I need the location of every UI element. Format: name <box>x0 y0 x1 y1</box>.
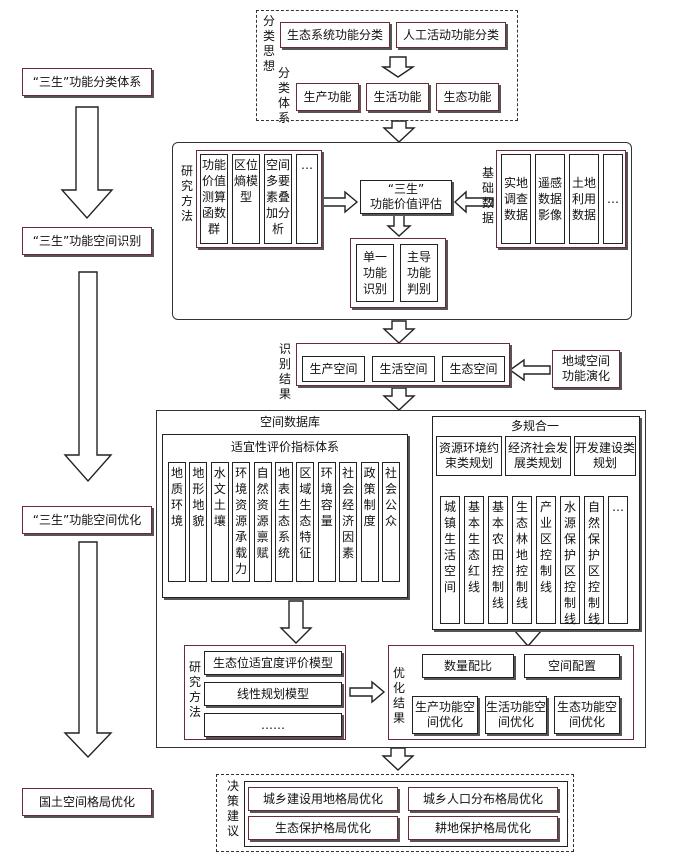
step-classification-system: “三生”功能分类体系 <box>22 68 152 96</box>
optimization-result-label: 优化结果 <box>392 666 405 725</box>
identification-data-label: 基础数据 <box>481 166 494 225</box>
arrow-ideas-to-functions <box>380 56 416 78</box>
arrow-methods-to-center <box>322 190 359 214</box>
arrow-indicators-down <box>279 600 313 644</box>
optimization-panel <box>156 410 646 748</box>
control-line-item: 基本生态红线 <box>464 496 484 624</box>
control-line-item: … <box>608 496 628 624</box>
left-arrow-1 <box>60 106 114 220</box>
space-ecological: 生态空间 <box>442 356 505 382</box>
recognition-label: 识别结果 <box>278 342 291 401</box>
decision-panel <box>216 774 574 852</box>
decision-label: 决策建议 <box>226 779 239 838</box>
method-location-quotient: 区位熵模型 <box>232 154 260 244</box>
indicator-item: 自然资源禀赋 <box>253 462 272 582</box>
indicator-item: 地质环境 <box>168 462 186 582</box>
control-line-item: 基本农田控制线 <box>488 496 508 624</box>
control-line-item: 自然保护区控制线 <box>584 496 604 626</box>
dominant-function-judgement: 主导功能判别 <box>400 244 438 302</box>
function-ecological: 生态功能 <box>436 83 499 111</box>
function-living: 生活功能 <box>366 83 429 111</box>
indicator-item: 环境容量 <box>317 462 336 582</box>
decision-urban-rural-land: 城乡建设用地格局优化 <box>248 787 398 811</box>
step-space-identification: “三生”功能空间识别 <box>22 227 152 255</box>
indicator-item: 社会公众 <box>382 462 400 582</box>
multi-plan-title: 多规合一 <box>510 419 559 433</box>
arrow-classification-down <box>382 120 416 143</box>
space-production: 生产空间 <box>302 356 365 382</box>
classification-panel <box>256 10 518 121</box>
arrow-evolution-to-spaces <box>508 358 551 382</box>
method-overlay-analysis: 空间多要素叠加分析 <box>264 154 292 244</box>
value-assessment-box: “三生” 功能价值评估 <box>360 180 452 214</box>
indicator-item: 地表生态系统 <box>275 462 293 582</box>
indicator-item: 水文土壤 <box>210 462 229 582</box>
control-line-item: 产业区控制线 <box>536 496 556 624</box>
single-function-identification: 单一功能识别 <box>356 244 394 302</box>
classification-system-label: 分类体系 <box>277 66 290 125</box>
arrow-data-to-center <box>453 190 494 214</box>
data-remote-sensing: 遥感数据影像 <box>535 154 565 244</box>
control-line-item: 水源保护区控制线 <box>560 496 580 626</box>
space-living: 生活空间 <box>372 356 435 382</box>
database-title: 空间数据库 <box>259 415 320 429</box>
model-niche-suitability: 生态位适宜度评价模型 <box>204 651 342 675</box>
op-quantity-ratio: 数量配比 <box>422 654 514 678</box>
result-production-optimization: 生产功能空间优化 <box>412 696 478 734</box>
result-ecological-optimization: 生态功能空间优化 <box>554 696 620 734</box>
plan-resource-environment: 资源环境约束类规划 <box>436 436 502 476</box>
data-land-use: 土地利用数据 <box>569 154 599 244</box>
model-more: …… <box>204 713 342 737</box>
control-line-item: 城镇生活空间 <box>440 496 460 624</box>
op-spatial-configuration: 空间配置 <box>524 654 620 678</box>
optimization-method-label: 研究方法 <box>188 660 201 719</box>
indicator-title: 适宜性评价指标体系 <box>230 440 339 454</box>
plan-socioeconomic: 经济社会发展类规划 <box>505 436 571 476</box>
plan-development: 开发建设类规划 <box>574 436 636 476</box>
identification-panel <box>172 142 632 320</box>
decision-farmland-protection: 耕地保护格局优化 <box>408 816 558 840</box>
step-space-optimization: “三生”功能空间优化 <box>22 506 152 534</box>
data-more: … <box>603 154 623 244</box>
regional-function-evolution: 地域空间 功能演化 <box>552 350 620 388</box>
model-linear-programming: 线性规划模型 <box>204 682 342 706</box>
arrow-models-to-results <box>349 680 386 704</box>
identification-method-label: 研究方法 <box>180 164 193 223</box>
method-value-functions: 功能价值测算函数群 <box>200 154 228 244</box>
idea-ecosystem-function: 生态系统功能分类 <box>280 22 390 48</box>
arrow-recognition-down <box>382 387 416 411</box>
control-line-item: 生态林地控制线 <box>512 496 532 624</box>
left-arrow-3 <box>63 541 113 759</box>
arrow-identification-down <box>382 320 416 344</box>
step-territorial-pattern: 国土空间格局优化 <box>22 788 152 816</box>
indicator-item: 环境资源承载力 <box>232 462 251 582</box>
indicator-item: 政策制度 <box>360 462 379 582</box>
arrow-center-to-results <box>386 214 412 237</box>
decision-population-distribution: 城乡人口分布格局优化 <box>408 787 558 811</box>
idea-human-activity-function: 人工活动功能分类 <box>396 22 506 48</box>
indicator-item: 社会经济因素 <box>339 462 358 582</box>
decision-ecological-protection: 生态保护格局优化 <box>248 816 398 840</box>
arrow-optimization-down <box>381 747 415 771</box>
left-arrow-2 <box>63 271 113 483</box>
indicator-item: 地形地貌 <box>189 462 208 582</box>
method-more: … <box>296 154 318 244</box>
indicator-item: 区域生态特征 <box>296 462 315 582</box>
classification-idea-label: 分类思想 <box>262 14 275 73</box>
data-field-survey: 实地调查数据 <box>501 154 531 244</box>
result-living-optimization: 生活功能空间优化 <box>485 696 547 734</box>
function-production: 生产功能 <box>296 83 359 111</box>
